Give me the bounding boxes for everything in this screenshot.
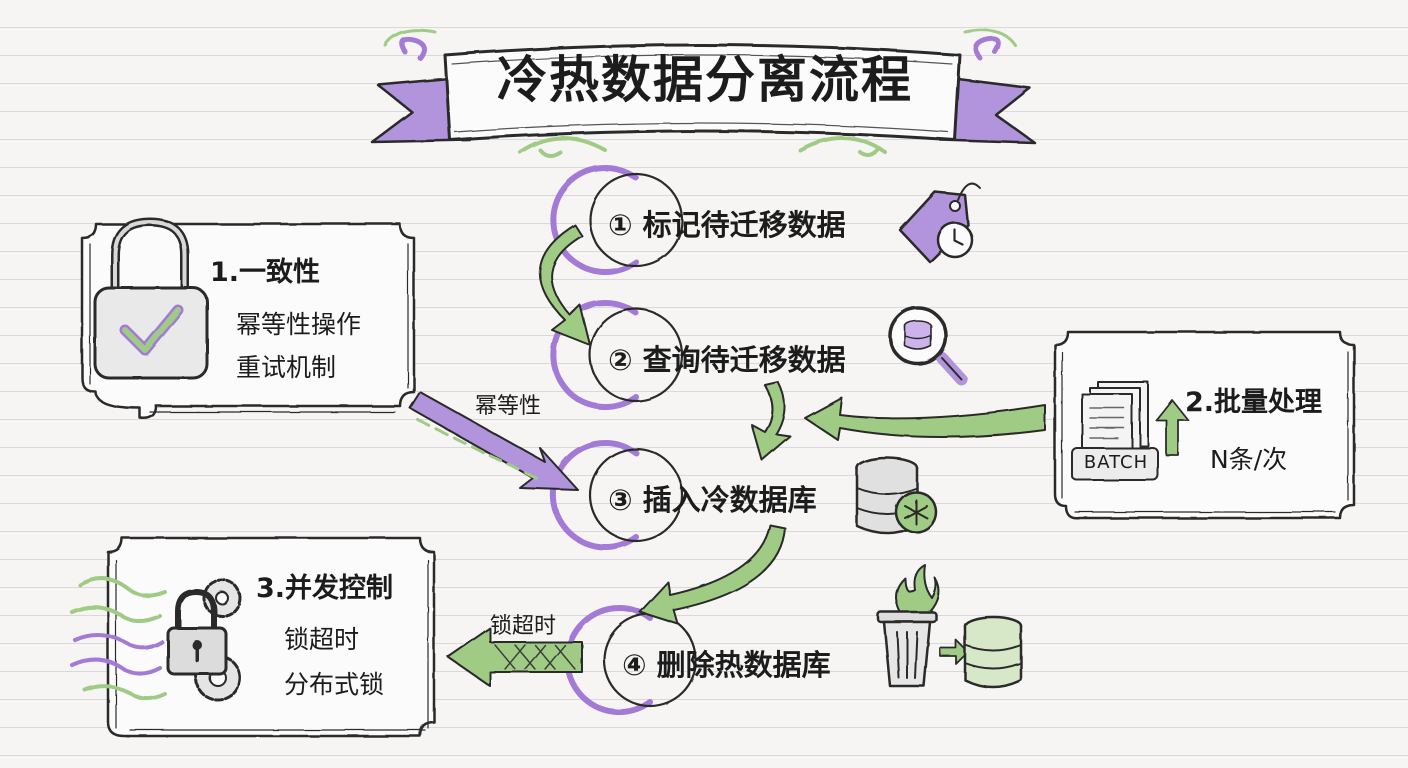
batch-badge: BATCH (1083, 452, 1149, 473)
lock-timeout-arrow-label: 锁超时 (490, 614, 557, 639)
concurrency-line-2: 分布式锁 (284, 670, 385, 699)
step-4-label: ④ 删除热数据库 (622, 648, 831, 682)
trash-database-icon (876, 564, 1023, 689)
batch-line-1: N条/次 (1210, 445, 1288, 474)
batch-documents-icon (1071, 381, 1189, 481)
idempotent-arrow-label: 幂等性 (475, 394, 542, 419)
lock-gears-icon (70, 576, 242, 702)
padlock-check-icon (93, 217, 209, 380)
step-1-label: ① 标记待迁移数据 (608, 208, 846, 242)
step-circle-2 (550, 300, 684, 410)
batch-title: 2.批量处理 (1185, 387, 1323, 418)
step-2-label: ② 查询待迁移数据 (608, 343, 846, 377)
database-search-icon (888, 306, 968, 386)
lock-timeout-arrow (447, 627, 583, 687)
concurrency-box (106, 536, 436, 738)
step-circle-3 (550, 440, 684, 550)
flow-arrow-3-4 (639, 524, 786, 625)
step-3-label: ③ 插入冷数据库 (608, 483, 817, 517)
concurrency-title: 3.并发控制 (256, 573, 394, 604)
flow-arrow-1-2 (539, 224, 591, 346)
title-banner (370, 28, 1037, 158)
consistency-line-2: 重试机制 (236, 353, 337, 382)
idempotent-arrow (409, 391, 579, 491)
page-title: 冷热数据分离流程 (497, 51, 913, 109)
flow-arrow-2-3 (751, 381, 791, 461)
tag-clock-icon (898, 182, 981, 264)
concurrency-line-1: 锁超时 (284, 625, 360, 654)
step-circle-1 (550, 165, 684, 275)
cold-database-icon (855, 456, 938, 535)
consistency-title: 1.一致性 (210, 257, 321, 288)
batch-arrow (804, 397, 1046, 441)
consistency-line-1: 幂等性操作 (236, 310, 362, 339)
